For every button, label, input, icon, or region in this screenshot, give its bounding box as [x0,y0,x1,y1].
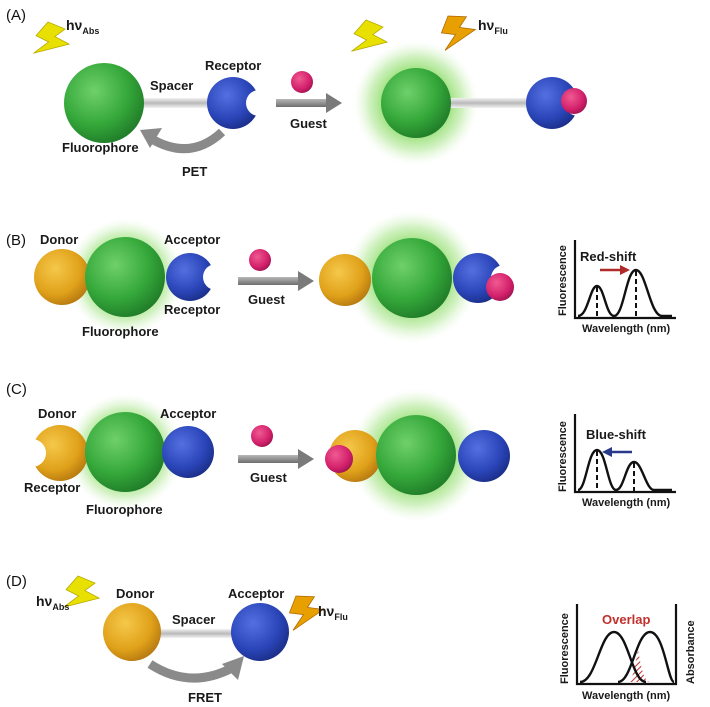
fluorophore-sphere [376,415,456,495]
donor-label: Donor [116,586,154,601]
acceptor-sphere [458,430,510,482]
acceptor-receptor-sphere [166,253,214,301]
y-axis-label: Fluorescence [557,421,569,492]
panel-a: (A) hνAbs Spacer Receptor Fluorophore PE… [6,7,587,179]
guest-sphere [325,445,353,473]
fret-label: FRET [188,690,222,705]
receptor-sphere [526,77,578,129]
acceptor-label: Acceptor [160,406,216,421]
fluorescence-curve [579,630,647,684]
guest-label: Guest [290,116,328,131]
guest-sphere [291,71,313,93]
overlap-region [628,650,650,682]
donor-receptor-sphere [32,425,88,481]
emission-curves [577,448,672,492]
guest-arrow-shaft [238,455,300,463]
emission-curves [577,268,672,318]
panel-d: (D) hνAbs Donor Spacer Acceptor hνFlu FR… [6,571,697,705]
panel-a-letter: (A) [6,7,26,24]
receptor-label: Receptor [164,302,220,317]
fret-arrowhead [222,656,244,680]
y-axis-label: Fluorescence [557,245,569,316]
receptor-sphere [207,77,259,129]
spacer-bar [140,98,228,108]
fluorophore-label: Fluorophore [62,140,139,155]
donor-sphere [319,254,371,306]
guest-sphere [251,425,273,447]
hv-abs-label: hνAbs [66,17,99,36]
donor-sphere [103,603,161,661]
plot-title: Blue-shift [586,427,647,442]
guest-label: Guest [248,292,286,307]
hv-flu-label: hνFlu [478,17,508,36]
x-axis-label: Wavelength (nm) [582,323,671,335]
guest-label: Guest [250,470,288,485]
fret-arrow [147,660,235,683]
donor-sphere [34,249,90,305]
plot-red-shift: Red-shift Wavelength (nm) Fluorescence [557,240,676,335]
plot-overlap: Overlap Wavelength (nm) Fluorescence Abs… [559,604,697,702]
donor-label: Donor [38,406,76,421]
y-axis-label-right: Absorbance [685,620,697,684]
pet-arrowhead [140,128,162,148]
fluorophore-sphere [85,412,165,492]
guest-arrow-shaft [238,277,300,285]
panel-b-letter: (B) [6,232,26,249]
receptor-label: Receptor [24,480,80,495]
plot-title: Red-shift [580,249,637,264]
spacer-bar [158,629,234,638]
x-axis-label: Wavelength (nm) [582,497,671,509]
panel-c-letter: (C) [6,381,27,398]
spacer-label: Spacer [150,78,193,93]
blue-shift-arrowhead [602,447,612,457]
pet-label: PET [182,164,207,179]
panel-c: (C) Donor Acceptor Receptor Fluorophore … [6,381,676,521]
guest-arrow-head [298,449,314,469]
acceptor-sphere [162,426,214,478]
pet-arrow [147,128,226,154]
fluorophore-label: Fluorophore [86,502,163,517]
plot-axes [575,604,678,686]
guest-sphere [561,88,587,114]
y-axis-label-left: Fluorescence [559,613,571,684]
guest-arrow-head [326,93,342,113]
fluorophore-sphere [64,63,144,143]
plot-blue-shift: Blue-shift Wavelength (nm) Fluorescence [557,414,676,509]
plot-title: Overlap [602,612,650,627]
donor-label: Donor [40,232,78,247]
absorbance-curve [617,630,676,684]
guest-arrow-shaft [276,99,328,107]
hv-flu-label: hνFlu [318,603,348,622]
panel-b: (B) Donor Acceptor Receptor Fluorophore … [6,211,676,343]
spacer-bar [450,98,532,108]
plot-axes [573,240,676,320]
receptor-label: Receptor [205,58,261,73]
fluorophore-label: Fluorophore [82,324,159,339]
fluorophore-sphere [85,237,165,317]
lightning-icon [56,571,106,622]
acceptor-label: Acceptor [164,232,220,247]
guest-sphere [249,249,271,271]
acceptor-label: Acceptor [228,586,284,601]
panel-d-letter: (D) [6,573,27,590]
fluorophore-sphere [381,68,451,138]
spacer-label: Spacer [172,612,215,627]
hv-abs-label: hνAbs [36,593,69,612]
guest-sphere [486,273,514,301]
fluorophore-sphere [372,238,452,318]
plot-axes [573,414,676,494]
red-shift-arrowhead [620,265,630,275]
x-axis-label: Wavelength (nm) [582,690,671,702]
guest-arrow-head [298,271,314,291]
acceptor-sphere [231,603,289,661]
